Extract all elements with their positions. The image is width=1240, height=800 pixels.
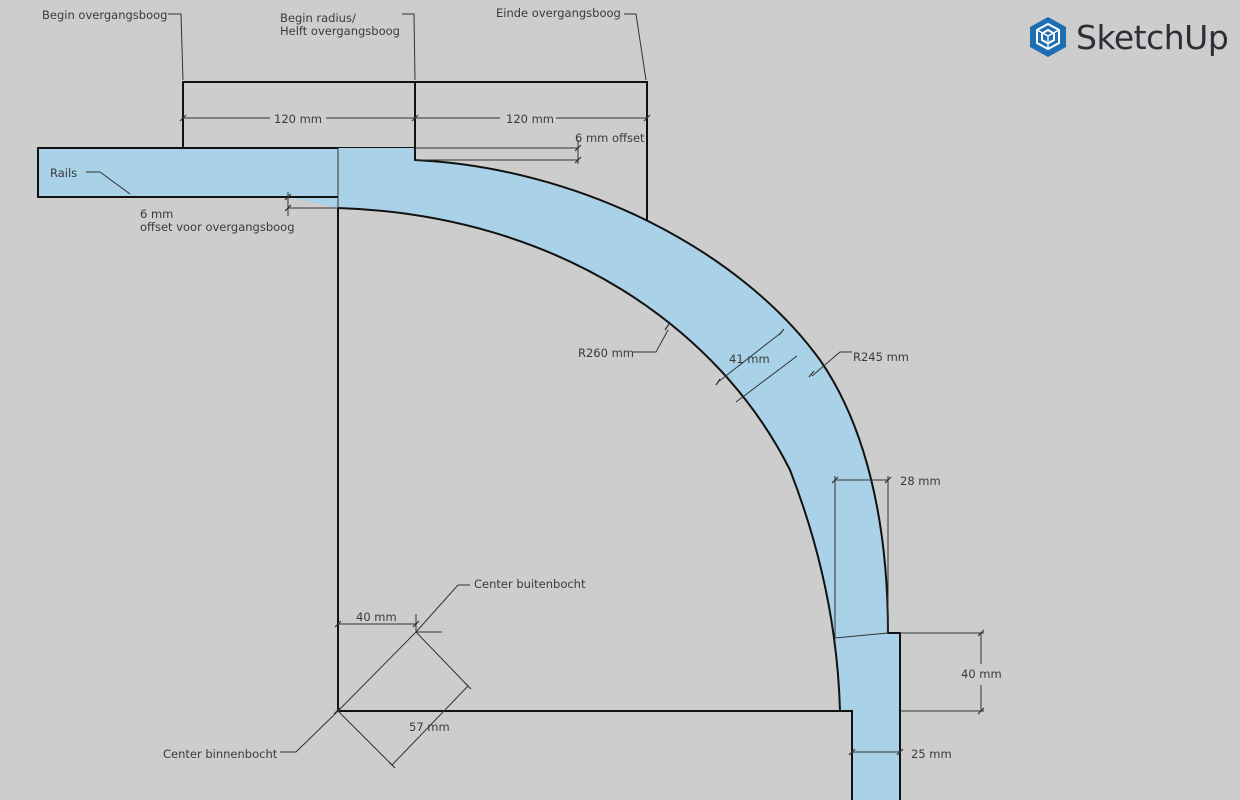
dim-band-width-lower: 28 mm xyxy=(900,474,941,488)
inner-arc-edge xyxy=(337,207,841,712)
band-width-line xyxy=(735,355,798,403)
dim-rail-width: 25 mm xyxy=(911,747,952,761)
rail-outline xyxy=(37,147,415,198)
dim-center-offset: 40 mm xyxy=(356,610,397,624)
label-offset-voor-line1: 6 mm xyxy=(140,207,173,221)
leader-lines xyxy=(86,13,852,753)
bottom-rail-part xyxy=(852,711,900,800)
dim-height-right: 40 mm xyxy=(961,667,1002,681)
outer-arc-edge xyxy=(414,148,901,800)
dim-band-width: 41 mm xyxy=(729,352,770,366)
brand-name: SketchUp xyxy=(1076,17,1229,57)
dimension-lines xyxy=(183,117,984,766)
dim-radius-outer: R245 mm xyxy=(853,350,909,364)
dim-diagonal: 57 mm xyxy=(409,720,450,734)
brand-logo: SketchUp xyxy=(1028,14,1240,60)
label-einde-overgangsboog: Einde overgangsboog xyxy=(496,6,621,20)
curved-band xyxy=(338,148,900,711)
dimension-ticks xyxy=(179,114,985,769)
label-rails: Rails xyxy=(50,166,77,180)
top-frame xyxy=(182,81,648,220)
label-center-binnenbocht: Center binnenbocht xyxy=(163,747,278,761)
label-begin-radius-line2: Helft overgangsboog xyxy=(280,24,400,38)
label-center-buitenbocht: Center buitenbocht xyxy=(474,577,586,591)
label-offset-6mm: 6 mm offset xyxy=(575,131,645,145)
frame-lines xyxy=(337,208,853,800)
label-offset-voor-line2: offset voor overgangsboog xyxy=(140,220,295,234)
label-begin-overgangsboog: Begin overgangsboog xyxy=(42,8,167,22)
dim-width-left: 120 mm xyxy=(274,112,322,126)
rail-part xyxy=(38,148,338,208)
sketchup-cube-logo-icon xyxy=(1030,17,1066,57)
seam-line-lower xyxy=(834,632,889,639)
dim-radius-inner: R260 mm xyxy=(578,346,634,360)
label-begin-radius-line1: Begin radius/ xyxy=(280,11,356,25)
dim-width-right: 120 mm xyxy=(506,112,554,126)
